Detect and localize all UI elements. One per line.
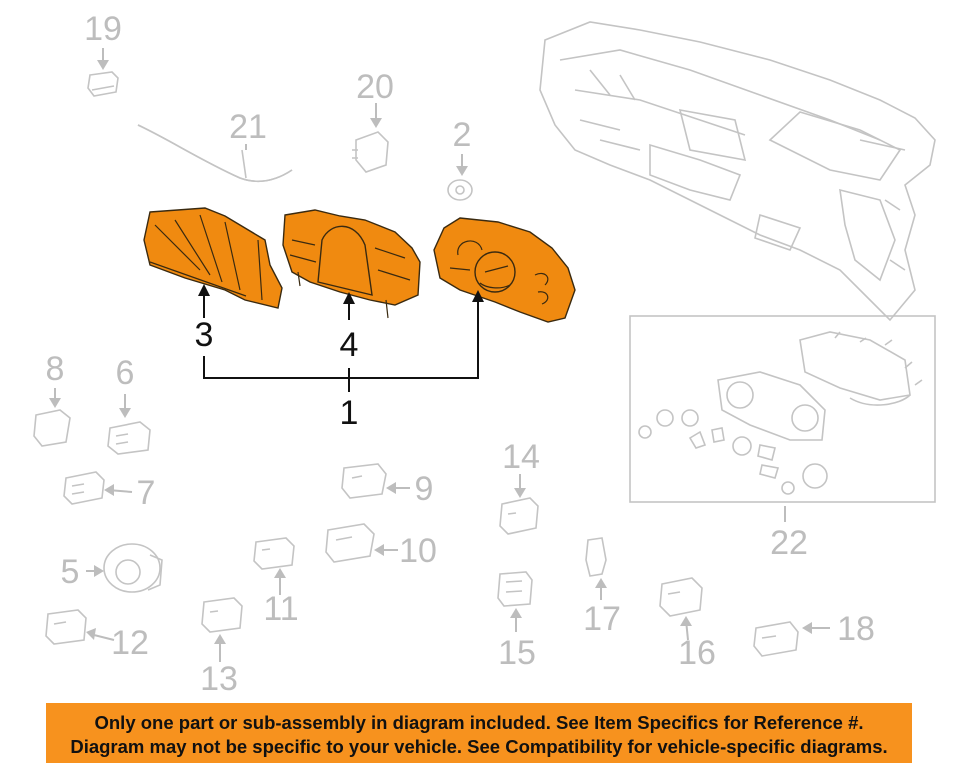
part-2-bulb: [447, 179, 473, 201]
part-6-switch: [107, 421, 151, 455]
callout-17: 17: [583, 600, 621, 638]
assembly-arrowheads: [198, 284, 484, 304]
parts-diagram: 1 2 3 4 5 6 7 8 9 10 11 12 13 14 15 16 1…: [33, 10, 936, 698]
part-7-switch: [63, 471, 105, 505]
part-10-switch: [325, 523, 375, 563]
part-4-meter-case: [282, 209, 421, 319]
callout-22: 22: [770, 524, 808, 562]
callout-9: 9: [415, 470, 434, 508]
callout-7: 7: [137, 474, 156, 512]
part-1-meter-assembly: [433, 217, 576, 323]
disclaimer-line-1: Only one part or sub-assembly in diagram…: [94, 712, 864, 733]
callout-21: 21: [229, 108, 267, 146]
callout-5: 5: [61, 553, 80, 591]
callout-6: 6: [116, 354, 135, 392]
callout-10: 10: [399, 532, 437, 570]
callout-14: 14: [502, 438, 540, 476]
part-5-dial: [103, 543, 163, 593]
callout-11: 11: [263, 590, 298, 628]
disclaimer-line-2: Diagram may not be specific to your vehi…: [70, 736, 888, 757]
callout-19: 19: [84, 10, 122, 48]
part-22-climate-control: [629, 315, 936, 503]
part-9-switch: [341, 463, 387, 499]
callout-18: 18: [837, 610, 875, 648]
part-8-switch: [33, 409, 71, 447]
part-14-switch: [499, 497, 539, 535]
callout-12: 12: [111, 624, 149, 662]
part-21-harness: [137, 124, 293, 183]
part-17-clip: [585, 537, 607, 577]
callout-13: 13: [200, 660, 238, 698]
part-19-clip: [87, 71, 119, 97]
callout-8: 8: [46, 350, 65, 388]
disclaimer-banner: Only one part or sub-assembly in diagram…: [46, 703, 912, 763]
part-11-switch: [253, 537, 295, 570]
part-20-switch: [352, 131, 389, 173]
callout-3: 3: [195, 316, 214, 354]
callout-1: 1: [340, 394, 359, 432]
callout-4: 4: [340, 326, 359, 364]
part-16-switch: [659, 577, 703, 617]
part-18-socket: [753, 621, 799, 657]
callout-20: 20: [356, 68, 394, 106]
dashboard-outline: [539, 21, 936, 322]
callout-numbers: 1 2 3 4 5 6 7 8 9 10 11 12 13 14 15 16 1…: [46, 10, 875, 698]
ghost-arrowheads: [49, 60, 812, 644]
callout-2: 2: [453, 116, 472, 154]
part-15-switch: [497, 571, 533, 607]
callout-16: 16: [678, 634, 716, 672]
part-12-switch: [45, 609, 87, 645]
callout-15: 15: [498, 634, 536, 672]
part-13-switch: [201, 597, 243, 633]
part-3-meter-lens: [143, 207, 283, 309]
